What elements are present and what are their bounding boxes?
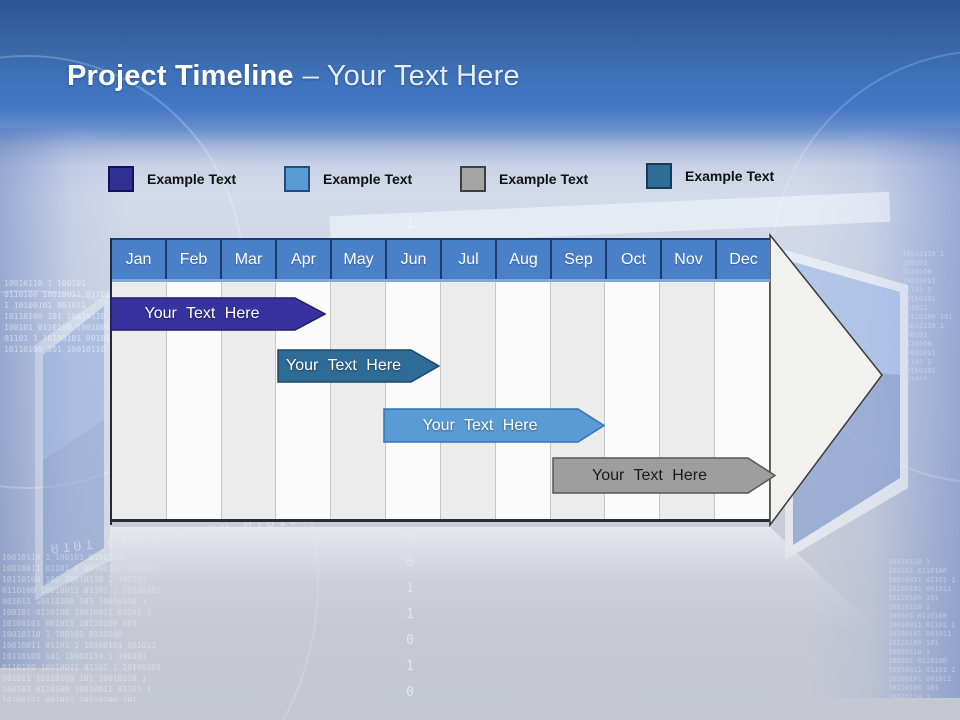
binary-texture: 10010110 1 100101 0110100 10010011 01101… [902, 250, 953, 380]
month-column-may [330, 282, 386, 519]
bar-arrow-shape [277, 349, 440, 383]
timeline-bar-2-apr-may: Your Text Here [277, 349, 440, 383]
legend-swatch-2 [284, 166, 310, 192]
legend-label-2: Example Text [323, 171, 413, 187]
month-header-mar: Mar [220, 240, 275, 279]
bar-arrow-shape [552, 457, 776, 494]
month-header-dec: Dec [715, 240, 770, 279]
binary-texture: 10010110 1 100101 0110100 10010011 01101… [888, 558, 956, 698]
timeline-bar-3-jun-aug: Your Text Here [383, 408, 605, 443]
legend-swatch-4 [646, 163, 672, 189]
timeline-arrow-head [769, 233, 883, 527]
legend-label-1: Example Text [147, 171, 237, 187]
month-header-aug: Aug [495, 240, 550, 279]
month-header-jan: Jan [112, 240, 165, 279]
month-header-may: May [330, 240, 385, 279]
month-header-nov: Nov [660, 240, 715, 279]
bar-arrow-shape [110, 297, 326, 331]
binary-texture: 10010110 1 100101 0110100 10010011 01101… [4, 279, 115, 354]
bar-label: Your Text Here [286, 357, 401, 374]
bar-arrow-shape [383, 408, 605, 443]
slide-title: Project Timeline– Your Text Here [67, 60, 520, 93]
month-header-oct: Oct [605, 240, 660, 279]
legend-item-1: Example Text [108, 166, 236, 192]
legend-label-4: Example Text [685, 168, 775, 184]
legend-item-4: Example Text [646, 163, 774, 189]
month-column-jun [385, 282, 440, 519]
bar-label: Your Text Here [144, 305, 260, 322]
month-column-aug [494, 282, 550, 519]
month-header-feb: Feb [165, 240, 220, 279]
bar-label: Your Text Here [592, 466, 707, 484]
legend-label-3: Example Text [499, 171, 589, 187]
month-column-jul [439, 282, 495, 519]
legend-swatch-1 [108, 166, 134, 192]
month-header-apr: Apr [275, 240, 330, 279]
table-reflection [110, 527, 882, 635]
legend-swatch-3 [460, 166, 486, 192]
month-header-sep: Sep [550, 240, 605, 279]
left-monitor-image [35, 290, 112, 600]
legend-item-2: Example Text [284, 166, 412, 192]
bar-label: Your Text Here [422, 416, 538, 434]
title-secondary: – Your Text Here [302, 60, 520, 92]
month-header-jun: Jun [385, 240, 440, 279]
legend-item-3: Example Text [460, 166, 588, 192]
timeline-bar-1-jan-mar: Your Text Here [110, 297, 326, 331]
month-header-jul: Jul [440, 240, 495, 279]
timeline-bar-4-sep-dec: Your Text Here [552, 457, 776, 494]
title-primary: Project Timeline [67, 60, 294, 92]
binary-texture: 10010110 1 100101 0110100 10010011 01101… [2, 553, 161, 702]
